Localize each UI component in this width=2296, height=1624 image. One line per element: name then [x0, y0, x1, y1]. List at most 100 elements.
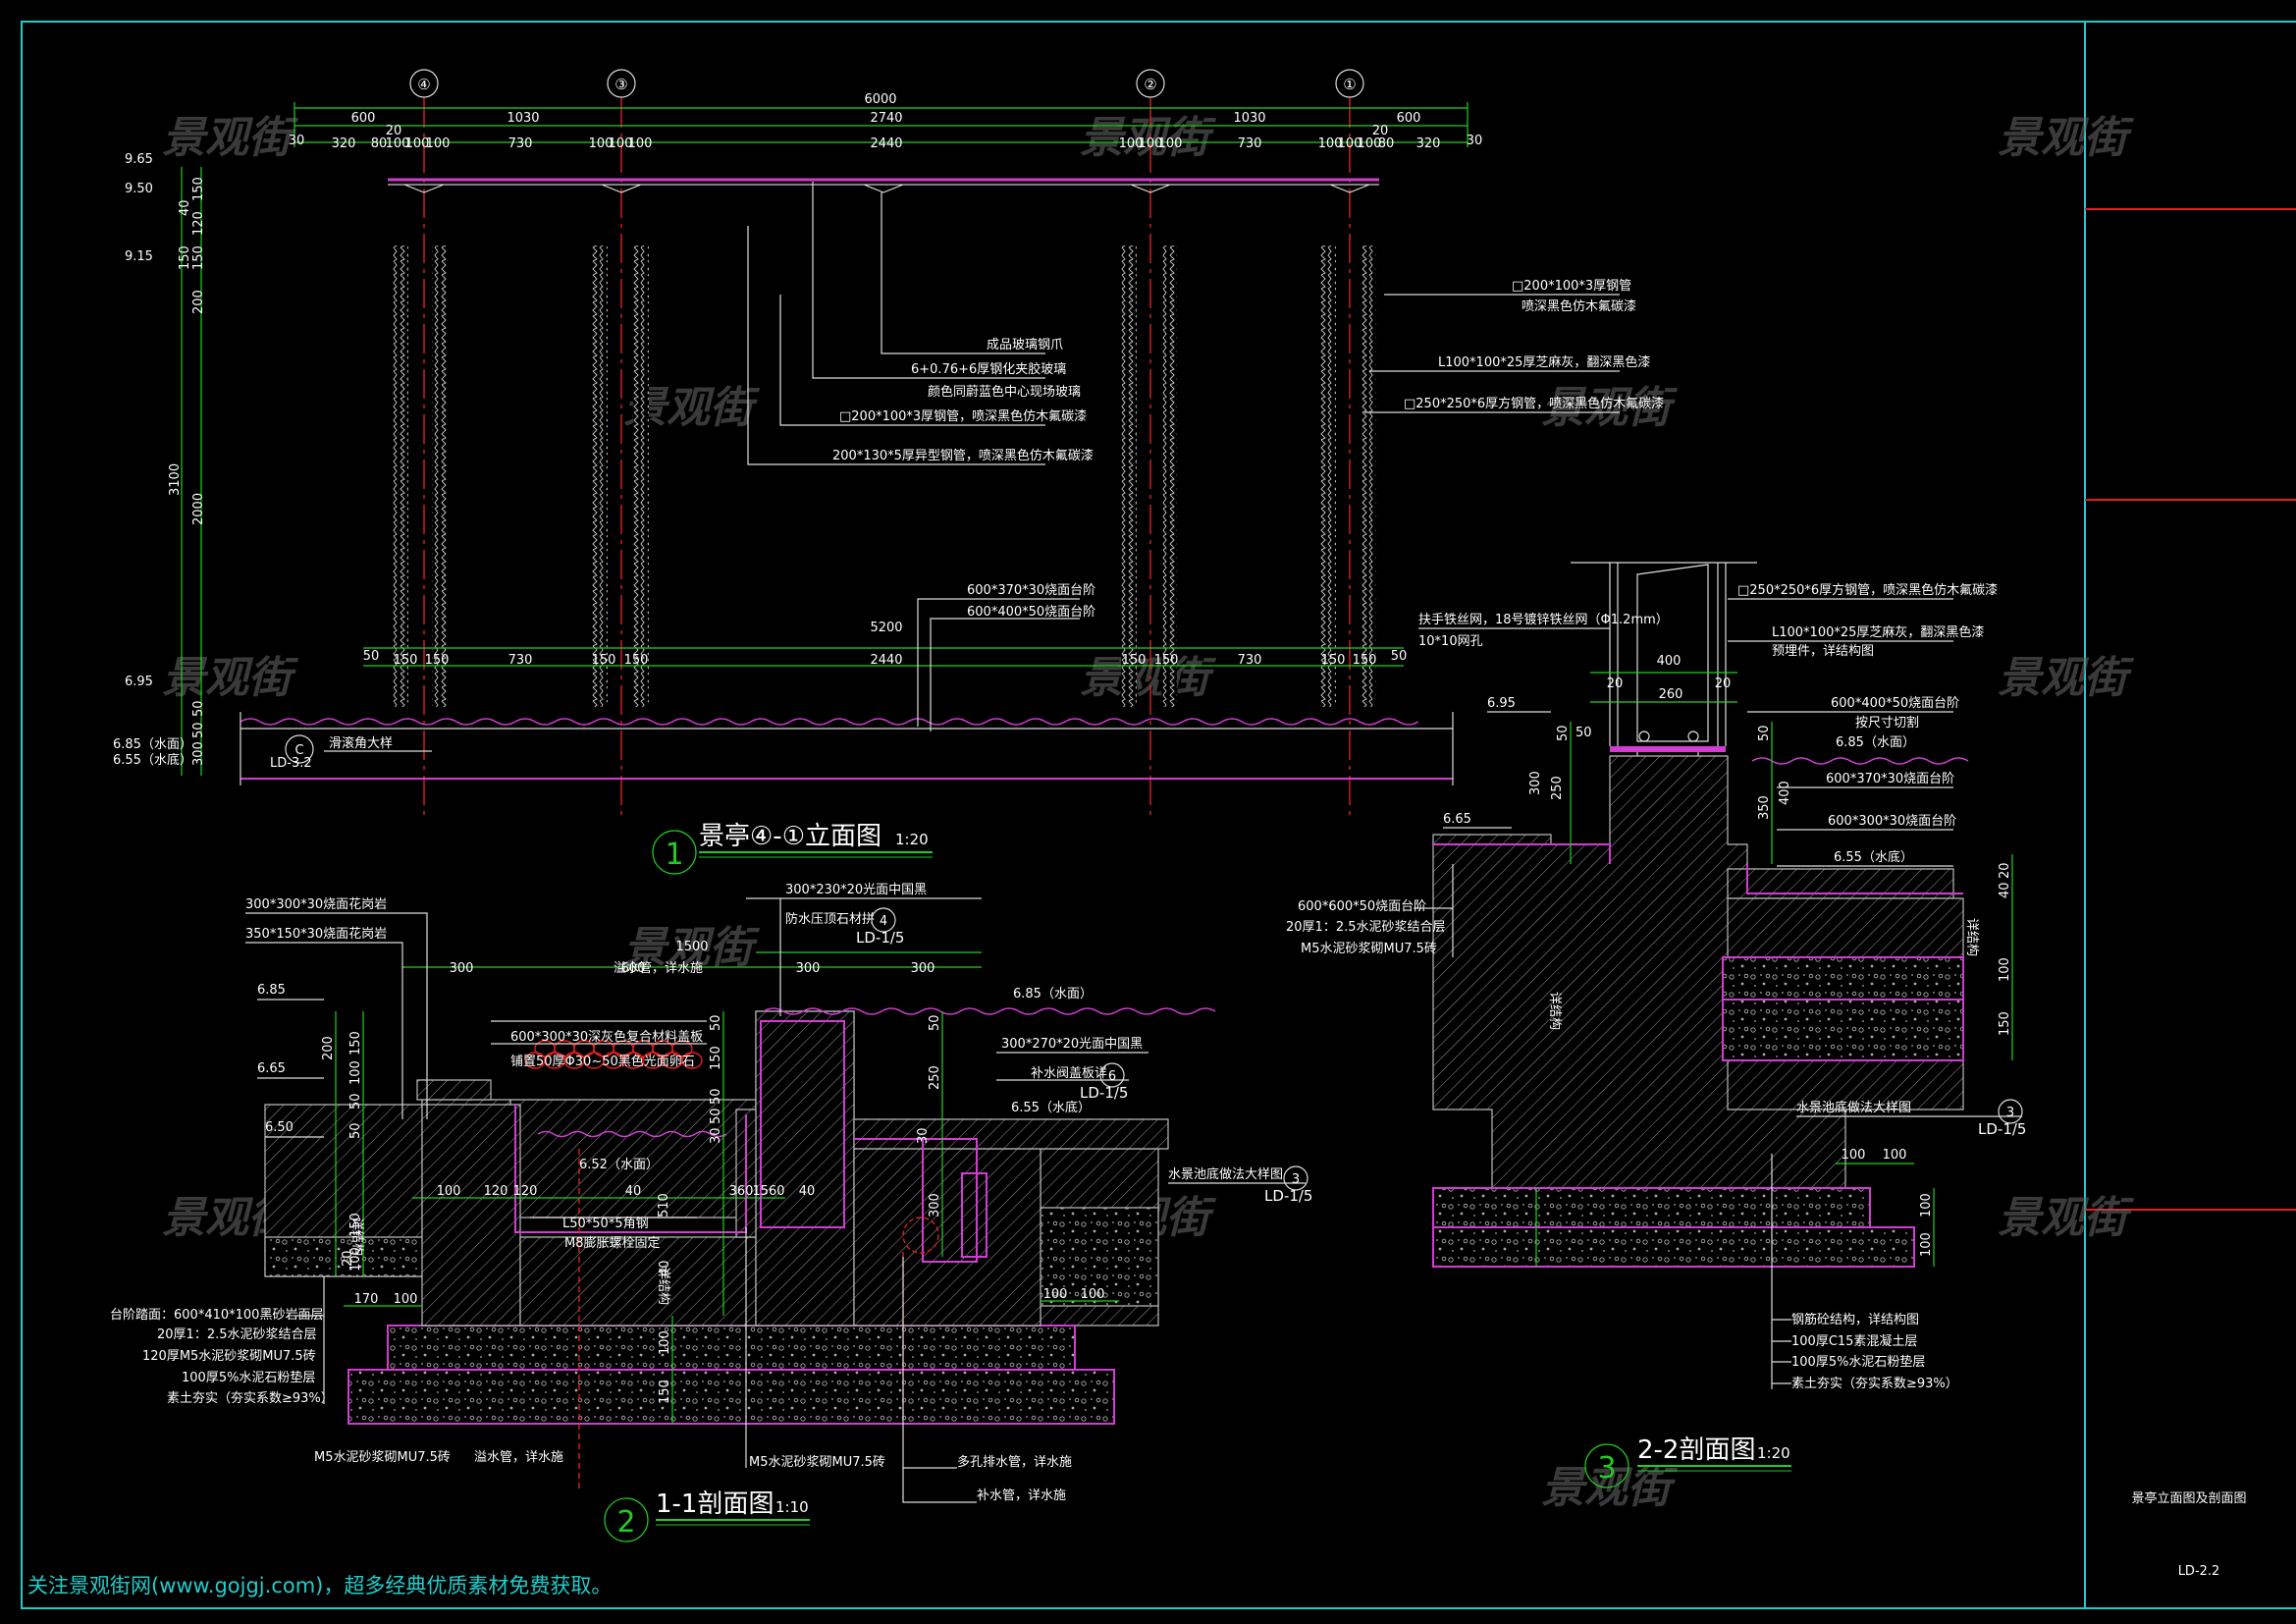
svg-text:300: 300: [928, 1193, 942, 1218]
callout-text: 300*300*30烧面花岗岩: [245, 896, 387, 912]
svg-text:20厚1：2.5水泥砂浆结合层: 20厚1：2.5水泥砂浆结合层: [1286, 920, 1446, 935]
elevation-title: 1 景亭④-①立面图 1:20: [652, 822, 933, 875]
svg-text:50: 50: [709, 1108, 723, 1124]
svg-text:300*270*20光面中国黑: 300*270*20光面中国黑: [1001, 1037, 1143, 1052]
section11-levels: 6.85 6.65 6.50 6.85（水面） 6.55（水底） 6.52（水面…: [257, 983, 1093, 1172]
watermark: 景观街: [1998, 1193, 2135, 1243]
axis-lines: [423, 98, 1351, 815]
svg-text:100: 100: [437, 1184, 461, 1199]
dim-text: 50: [363, 649, 380, 664]
svg-text:台阶踏面：600*410*100黑砂岩面层: 台阶踏面：600*410*100黑砂岩面层: [110, 1308, 323, 1323]
left-levels: 9.65 9.50 9.15 6.95 6.85（水面） 6.55（水底） 15…: [113, 152, 206, 776]
dim-text: 1030: [1233, 111, 1265, 126]
svg-text:120: 120: [484, 1184, 508, 1199]
dim-text: 150: [191, 177, 206, 201]
svg-text:120: 120: [513, 1184, 538, 1199]
drawing-number: LD-2.2: [2178, 1564, 2220, 1579]
axis-label: ④: [417, 76, 430, 93]
svg-text:M5水泥砂浆砌MU7.5砖: M5水泥砂浆砌MU7.5砖: [1301, 942, 1437, 956]
dim-text: 80: [371, 136, 388, 151]
callout-text: 200*130*5厚异型钢管，喷深黑色仿木氟碳漆: [832, 448, 1094, 463]
svg-text:150: 150: [348, 1031, 363, 1056]
watermark: 景观街: [1080, 653, 1217, 703]
level-text: 6.65: [257, 1061, 286, 1076]
svg-text:补水阀盖板详: 补水阀盖板详: [1031, 1066, 1107, 1081]
dim-text: 100: [589, 136, 614, 151]
top-dimension-chain: 6000 600 1030 2740 1030 600 30 320 80 10…: [289, 92, 1483, 151]
svg-text:水景池底做法大样图: 水景池底做法大样图: [1796, 1100, 1911, 1115]
svg-text:150: 150: [658, 1380, 672, 1404]
elevation-callouts: 成品玻璃钢爪 6+0.76+6厚钢化夹胶玻璃 颜色同蔚蓝色中心现场玻璃 □200…: [747, 182, 1664, 731]
svg-text:100: 100: [348, 1060, 363, 1085]
svg-text:溢水管，详水施: 溢水管，详水施: [474, 1450, 563, 1465]
elevation-drawing: ④ ③ ② ① 6000 600 1030 2740 1030 600 30 3…: [113, 69, 1664, 875]
svg-text:100: 100: [348, 1247, 363, 1272]
svg-text:4: 4: [880, 914, 887, 929]
watermark: 景观街: [1998, 653, 2135, 703]
dim-text: 600: [351, 111, 376, 126]
dim-text: 80: [1378, 136, 1395, 151]
svg-text:2: 2: [616, 1505, 635, 1540]
svg-text:6: 6: [1108, 1069, 1116, 1084]
svg-text:600*600*50烧面台阶: 600*600*50烧面台阶: [1298, 899, 1426, 914]
svg-text:扶手铁丝网，18号镀锌铁丝网（Φ1.2mm）: 扶手铁丝网，18号镀锌铁丝网（Φ1.2mm）: [1418, 612, 1669, 627]
svg-text:50: 50: [1575, 726, 1592, 740]
level-text: 6.85（水面）: [113, 737, 192, 752]
svg-text:100: 100: [1883, 1148, 1907, 1163]
axis-label: ③: [614, 76, 627, 93]
dim-text: 40: [178, 199, 192, 216]
svg-text:20厚1：2.5水泥砂浆结合层: 20厚1：2.5水泥砂浆结合层: [157, 1327, 317, 1342]
svg-text:多孔排水管，详水施: 多孔排水管，详水施: [957, 1454, 1072, 1470]
svg-text:详结构: 详结构: [656, 1267, 670, 1305]
section22-bottom-layers: 钢筋砼结构，详结构图 100厚C15素混凝土层 100厚5%水泥石粉垫层 素土夯…: [1771, 1154, 1958, 1391]
svg-text:40: 40: [1998, 882, 2012, 898]
dim-text: 100: [1358, 136, 1382, 151]
section11-bottom-notes: M5水泥砂浆砌MU7.5砖 溢水管，详水施 M5水泥砂浆砌MU7.5砖 多孔排水…: [314, 1227, 1072, 1503]
svg-text:30: 30: [709, 1127, 723, 1144]
dim-text: 300: [191, 741, 206, 766]
svg-text:250: 250: [928, 1065, 942, 1090]
callout-text: 喷深黑色仿木氟碳漆: [1522, 298, 1636, 314]
svg-text:3: 3: [2006, 1106, 2014, 1120]
svg-text:素土夯实（夯实系数≥93%）: 素土夯实（夯实系数≥93%）: [1791, 1377, 1958, 1391]
svg-text:3: 3: [1292, 1172, 1300, 1187]
dim-text: 50: [191, 700, 206, 717]
svg-text:600*300*30深灰色复合材料盖板: 600*300*30深灰色复合材料盖板: [510, 1029, 703, 1045]
svg-text:170: 170: [354, 1292, 379, 1307]
dim-text: 600: [1397, 111, 1421, 126]
dim-text: 100: [386, 136, 410, 151]
dim-text: 100: [609, 136, 633, 151]
level-text: 6.55（水底）: [1011, 1100, 1091, 1115]
dim-text: 2440: [870, 653, 902, 668]
dim-text: 100: [1139, 136, 1163, 151]
dim-text: 150: [1353, 653, 1377, 668]
section11-left-dims: 200 150 100 50 50 20 100 120 120 40 510 …: [321, 1011, 1119, 1307]
svg-text:100: 100: [1842, 1148, 1866, 1163]
svg-text:400: 400: [1778, 781, 1792, 805]
watermark: 景观街: [1080, 113, 1217, 163]
dim-text: 300: [796, 961, 821, 976]
dim-text: 20: [386, 124, 402, 138]
bottom-dimension-chain: 5200 50 150 150 730 150 150 2440 150 150…: [363, 621, 1408, 668]
pebble-layer: [524, 1040, 703, 1069]
dim-total: 6000: [864, 92, 896, 107]
svg-text:M8膨胀螺栓固定: M8膨胀螺栓固定: [564, 1236, 661, 1251]
callout-text: L100*100*25厚芝麻灰，翻深黑色漆: [1438, 354, 1650, 370]
dim-text: 730: [1238, 136, 1262, 151]
svg-text:1560: 1560: [752, 1184, 784, 1199]
svg-text:100: 100: [1043, 1287, 1068, 1302]
callout-text: 6+0.76+6厚钢化夹胶玻璃: [911, 361, 1066, 377]
callout-text: 成品玻璃钢爪: [987, 338, 1063, 352]
svg-text:M5水泥砂浆砌MU7.5砖: M5水泥砂浆砌MU7.5砖: [314, 1450, 451, 1465]
dim-text: 100: [426, 136, 451, 151]
dim-text: 20: [1372, 124, 1389, 138]
title-block-name: 景亭立面图及剖面图: [2131, 1490, 2246, 1506]
svg-text:260: 260: [1659, 687, 1683, 702]
svg-text:100厚5%水泥石粉垫层: 100厚5%水泥石粉垫层: [182, 1370, 315, 1385]
dim-text: 150: [1321, 653, 1346, 668]
dim-text: 150: [1122, 653, 1147, 668]
columns: [393, 245, 1376, 707]
dim-text: 150: [425, 653, 450, 668]
svg-text:100: 100: [658, 1330, 672, 1355]
